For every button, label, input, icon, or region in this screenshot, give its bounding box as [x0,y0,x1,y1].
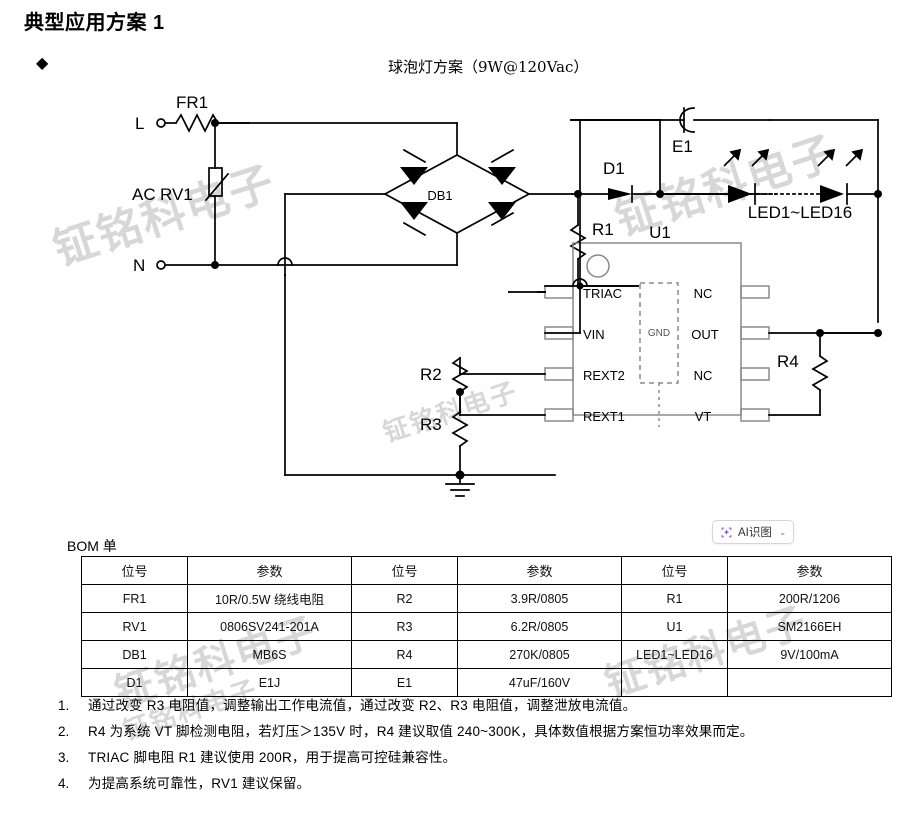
label-R2: R2 [420,365,442,384]
note-item: 4. 为提高系统可靠性，RV1 建议保留。 [58,776,893,793]
terminal-N [156,260,166,270]
ic-pin-label: REXT1 [583,409,625,424]
note-number: 4. [58,775,70,791]
cell: 270K/0805 [457,640,622,669]
cell: E1J [187,668,352,697]
cell: 10R/0.5W 绕线电阻 [187,584,352,613]
cell: D1 [81,668,188,697]
note-item: 3. TRIAC 脚电阻 R1 建议使用 200R，用于提高可控硅兼容性。 [58,750,893,767]
bullet-marker: ◆ [36,55,49,72]
note-number: 3. [58,749,70,765]
table-row: DB1 MB6S R4 270K/0805 LED1~LED16 9V/100m… [81,640,892,669]
label-GND-pad: GND [648,328,670,339]
table-header-row: 位号 参数 位号 参数 位号 参数 [81,556,892,585]
note-text: TRIAC 脚电阻 R1 建议使用 200R，用于提高可控硅兼容性。 [88,749,457,765]
label-U1: U1 [649,223,671,242]
bom-table: 位号 参数 位号 参数 位号 参数 FR1 10R/0.5W 绕线电阻 R2 3… [81,556,892,697]
ic-pin1-marker [586,254,610,278]
label-DB1: DB1 [427,188,452,203]
ic-pin-label: VT [695,409,712,424]
cell: SM2166EH [727,612,892,641]
cell: R3 [351,612,458,641]
label-LED-string: LED1~LED16 [748,203,852,222]
junction [576,282,584,290]
label-R1: R1 [592,220,614,239]
column-header: 参数 [187,556,352,585]
notes-list: 1. 通过改变 R3 电阻值，调整输出工作电流值，通过改变 R2、R3 电阻值，… [58,698,893,802]
ic-pin-label: TRIAC [583,286,622,301]
cell: 6.2R/0805 [457,612,622,641]
component-E1 [579,107,771,133]
component-D1 [608,185,661,203]
note-text: 通过改变 R3 电阻值，调整输出工作电流值，通过改变 R2、R3 电阻值，调整泄… [88,698,637,713]
cell: 0806SV241-201A [187,612,352,641]
label-FR1: FR1 [176,93,208,112]
db1-diode-symbols [400,148,516,237]
ic-pin-label: NC [694,286,713,301]
label-E1: E1 [672,137,693,156]
table-row: FR1 10R/0.5W 绕线电阻 R2 3.9R/0805 R1 200R/1… [81,584,892,613]
ai-sparkle-icon [721,527,732,537]
label-AC: AC [132,185,156,204]
circuit-schematic: .w{stroke:#000;stroke-width:1.7;fill:non… [132,93,882,497]
label-RV1: RV1 [160,185,193,204]
component-DB1 [383,154,531,234]
ic-pin-label: OUT [691,327,719,342]
label-R3: R3 [420,415,442,434]
cell: LED1~LED16 [621,640,728,669]
column-header: 参数 [727,556,892,585]
ic-right-pins: NC OUT NC VT [691,285,770,424]
cell [621,668,728,697]
chevron-down-icon: ⌄ [778,526,787,537]
note-number: 1. [58,698,70,713]
page-title: 典型应用方案 1 [24,12,165,34]
ic-pin-label: VIN [583,327,605,342]
component-RV1 [208,167,223,197]
column-header: 位号 [351,556,458,585]
cell: FR1 [81,584,188,613]
cell [727,668,892,697]
column-header: 位号 [81,556,188,585]
column-header: 位号 [621,556,728,585]
cell: 3.9R/0805 [457,584,622,613]
cell: 200R/1206 [727,584,892,613]
note-text: R4 为系统 VT 脚检测电阻，若灯压＞135V 时，R4 建议取值 240~3… [88,723,754,739]
component-LED-string [659,148,879,205]
cell: R1 [621,584,728,613]
label-D1: D1 [603,159,625,178]
cell: DB1 [81,640,188,669]
ai-recognize-button[interactable]: AI识图 ⌄ [712,520,795,544]
terminal-L [156,118,166,128]
schematic-subtitle: 球泡灯方案（9W@120Vac） [388,58,589,76]
label-L: L [135,114,144,133]
table-row: RV1 0806SV241-201A R3 6.2R/0805 U1 SM216… [81,612,892,641]
table-row: D1 E1J E1 47uF/160V [81,668,892,697]
junction [211,261,219,269]
label-N: N [133,256,145,275]
note-item: 2. R4 为系统 VT 脚检测电阻，若灯压＞135V 时，R4 建议取值 24… [58,724,893,741]
cell: E1 [351,668,458,697]
cell: R2 [351,584,458,613]
bom-caption: BOM 单 [67,538,117,554]
ic-left-pins: TRIAC VIN REXT2 REXT1 [544,285,625,424]
note-text: 为提高系统可靠性，RV1 建议保留。 [88,775,311,791]
label-R4: R4 [777,352,799,371]
ic-pin-label: REXT2 [583,368,625,383]
note-number: 2. [58,723,70,739]
ground-symbol [445,474,475,497]
cell: RV1 [81,612,188,641]
note-item: 1. 通过改变 R3 电阻值，调整输出工作电流值，通过改变 R2、R3 电阻值，… [58,698,893,715]
ai-recognize-label: AI识图 [738,527,772,539]
column-header: 参数 [457,556,622,585]
ic-pin-label: NC [694,368,713,383]
cell: U1 [621,612,728,641]
cell: R4 [351,640,458,669]
cell: 47uF/160V [457,668,622,697]
cell: 9V/100mA [727,640,892,669]
cell: MB6S [187,640,352,669]
